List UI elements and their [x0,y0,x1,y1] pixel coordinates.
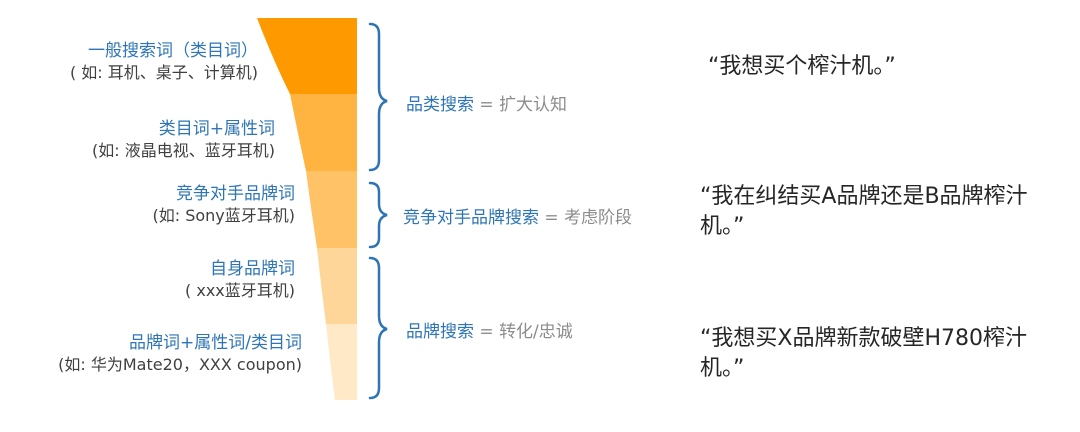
funnel-stage: 考虑阶段 [564,208,633,228]
quote-brand: “我想买X品牌新款破壁H780榨汁机。” [700,326,1028,381]
bracket-label-category: 品类搜索 = 扩大认知 [406,90,567,115]
equals-sign: = [479,322,494,342]
equals-sign: = [544,208,559,228]
level-example: (如: Sony蓝牙耳机) [152,206,295,225]
level-title: 类目词+属性词 [158,119,275,139]
bracket-label-brand: 品牌搜索 = 转化/忠诚 [406,317,573,342]
level-label-4: 自身品牌词 ( xxx蓝牙耳机) [185,258,295,302]
level-example: (如: 华为Mate20，XXX coupon) [58,355,302,374]
level-label-5: 品牌词+属性词/类目词 (如: 华为Mate20，XXX coupon) [58,332,302,376]
level-title: 竞争对手品牌词 [176,184,295,204]
level-example: ( xxx蓝牙耳机) [185,281,295,300]
level-title: 品牌词+属性词/类目词 [129,333,302,353]
funnel [257,18,357,400]
equals-sign: = [479,95,494,115]
level-title: 自身品牌词 [210,259,295,279]
level-title: 一般搜索词（类目词） [88,41,258,61]
search-type: 品类搜索 [406,95,474,115]
search-type: 竞争对手品牌搜索 [403,208,539,228]
funnel-stage: 扩大认知 [499,95,568,115]
funnel-segment-3 [306,171,357,248]
funnel-stage: 转化/忠诚 [499,322,573,342]
level-example: (如: 液晶电视、蓝牙耳机) [92,141,275,160]
search-type: 品牌搜索 [406,322,474,342]
level-label-3: 竞争对手品牌词 (如: Sony蓝牙耳机) [152,183,295,227]
bracket-label-competitor: 竞争对手品牌搜索 = 考虑阶段 [403,203,632,228]
bracket-brand [368,256,388,400]
funnel-segment-4 [317,248,357,324]
quote-category: “我想买个榨汁机。” [708,54,896,79]
level-example: ( 如: 耳机、桌子、计算机) [69,63,258,82]
funnel-segment-5 [326,324,357,400]
funnel-segment-2 [290,94,357,171]
bracket-competitor [368,181,388,249]
level-label-2: 类目词+属性词 (如: 液晶电视、蓝牙耳机) [92,118,275,162]
quote-competitor: “我在纠结买A品牌还是B品牌榨汁机。” [700,184,1028,239]
bracket-category [368,22,388,172]
funnel-segment-1 [257,18,357,94]
level-label-1: 一般搜索词（类目词） ( 如: 耳机、桌子、计算机) [70,40,258,84]
